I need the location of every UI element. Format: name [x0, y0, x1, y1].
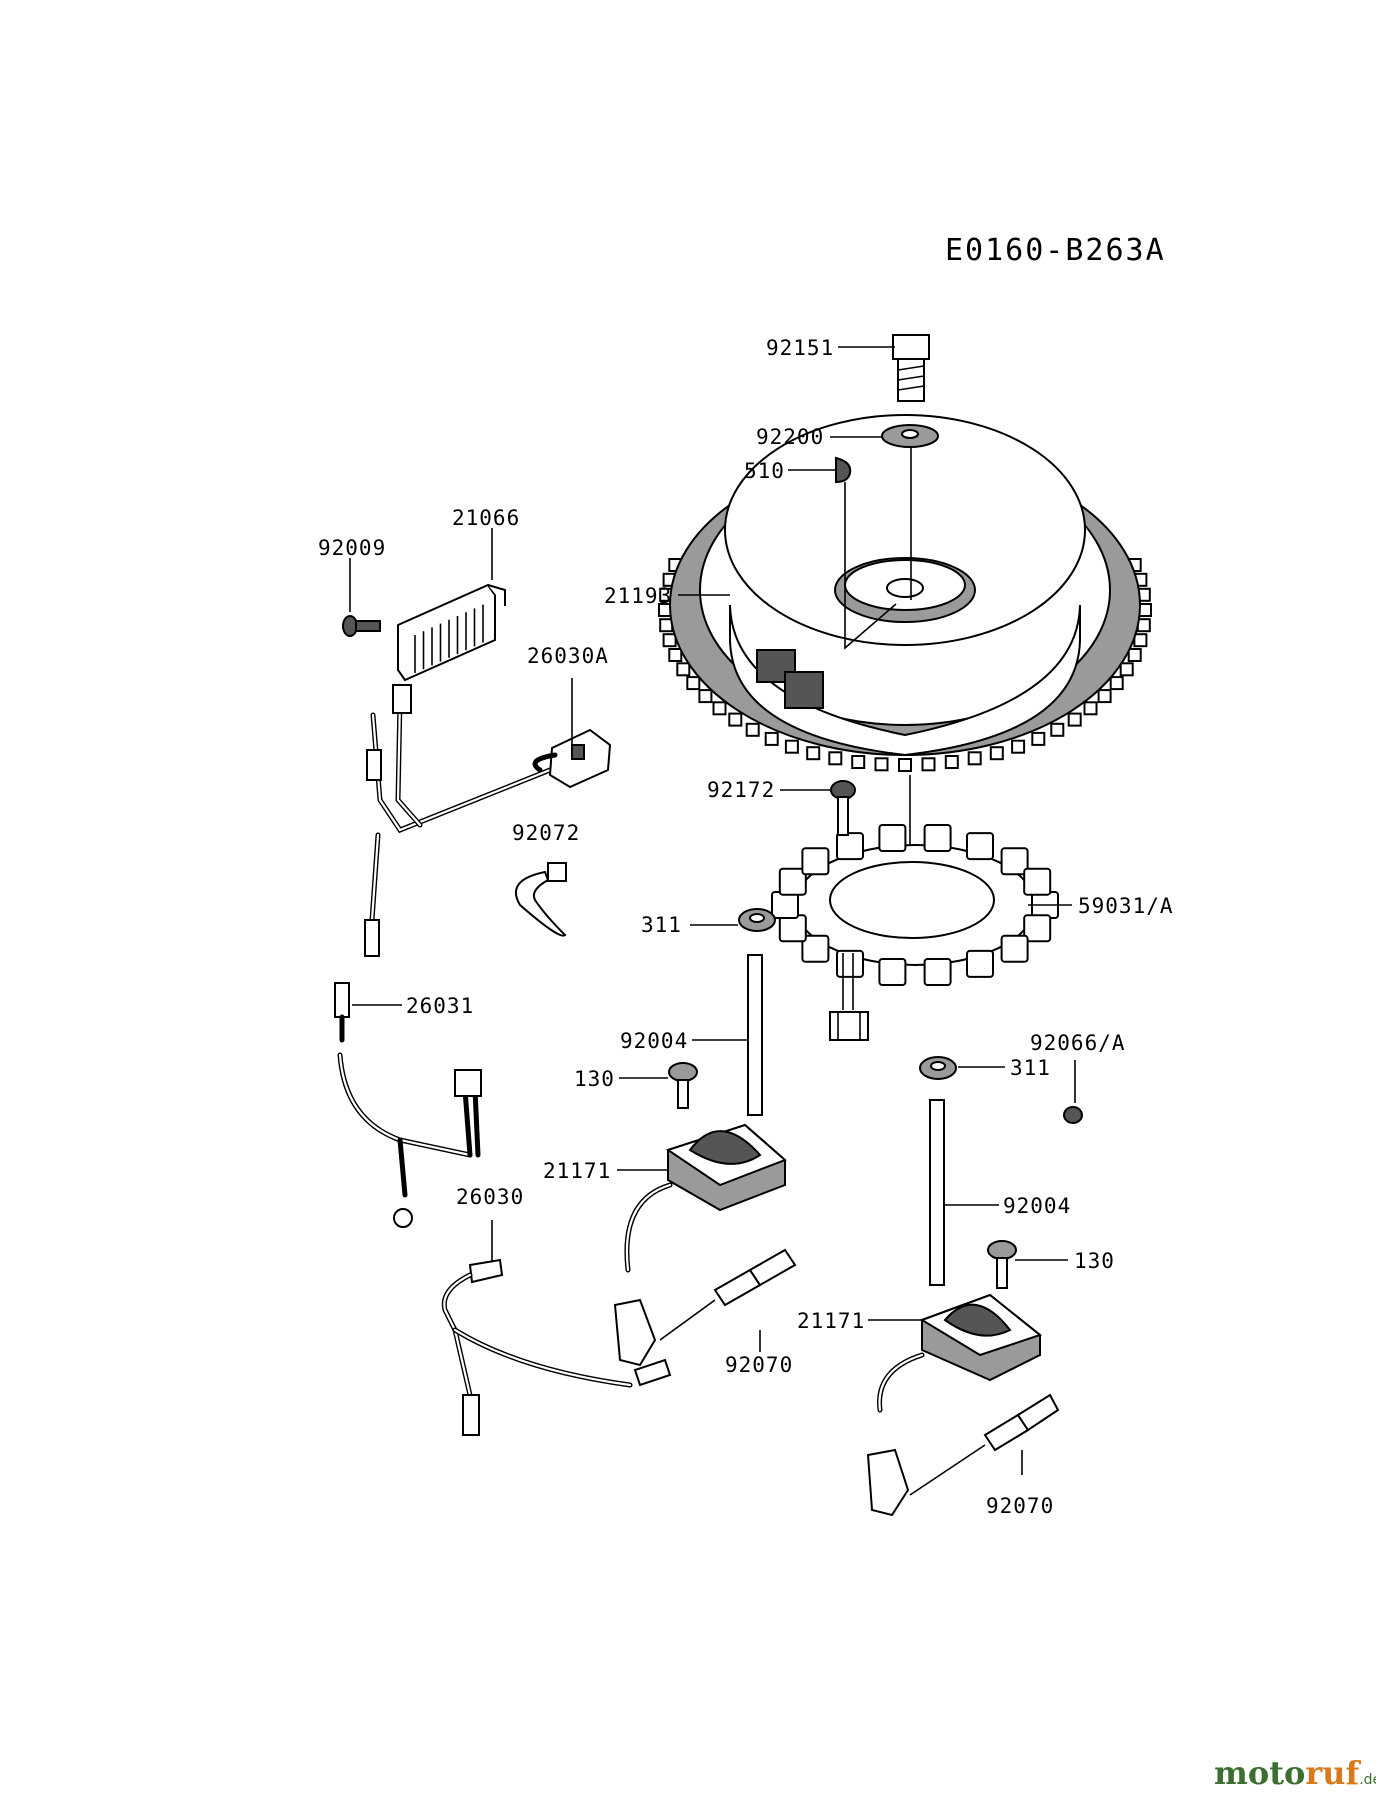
- gear-tooth: [898, 758, 912, 772]
- nut-part: [738, 908, 776, 932]
- stator-pole: [923, 824, 952, 852]
- flywheel-part: [658, 414, 1152, 772]
- callout-130-left: 130: [574, 1067, 615, 1091]
- gear-tooth: [676, 662, 691, 677]
- stator-pole: [1000, 847, 1029, 876]
- gear-tooth: [1119, 662, 1134, 677]
- watermark-brand-b: ruf: [1305, 1754, 1361, 1792]
- gear-tooth: [698, 689, 713, 704]
- stator-pole: [923, 958, 952, 986]
- callout-92070-left: 92070: [725, 1353, 793, 1377]
- callout-130-right: 130: [1074, 1249, 1115, 1273]
- gear-tooth: [1011, 739, 1026, 754]
- regulator-part: [397, 583, 506, 682]
- stator-pole: [771, 891, 799, 919]
- gear-tooth: [728, 712, 743, 727]
- gear-tooth: [944, 755, 959, 769]
- gear-tooth: [806, 746, 821, 761]
- diagram-code: E0160-B263A: [945, 233, 1166, 268]
- gear-tooth: [921, 757, 936, 772]
- harness-part-c: [441, 1258, 672, 1436]
- callout-21171-right: 21171: [797, 1309, 865, 1333]
- callout-59031a: 59031/A: [1078, 894, 1174, 918]
- screw-part: [830, 780, 856, 836]
- callout-92072: 92072: [512, 821, 580, 845]
- callout-92004-right: 92004: [1003, 1194, 1071, 1218]
- tie-strap-part: [514, 862, 567, 937]
- ignition-coil-part-b: [866, 1293, 1043, 1517]
- stator-pole: [836, 949, 864, 978]
- screw-part-small: [342, 615, 381, 637]
- nut-part-small: [1063, 1106, 1083, 1124]
- stud-part-b: [929, 1099, 945, 1286]
- stator-pole: [966, 832, 994, 861]
- gear-tooth: [1083, 701, 1098, 716]
- stator-pole: [1023, 914, 1052, 943]
- gear-tooth: [764, 731, 779, 746]
- callout-26030a: 26030A: [527, 644, 609, 668]
- key-part: [835, 456, 852, 484]
- callout-92004-left: 92004: [620, 1029, 688, 1053]
- stator-pole: [801, 934, 830, 963]
- gear-tooth: [851, 755, 866, 769]
- callout-26030: 26030: [456, 1185, 524, 1209]
- gear-tooth: [1067, 712, 1082, 727]
- nut-part-b: [919, 1056, 957, 1080]
- stator-pole: [1023, 867, 1052, 896]
- stator-part: [771, 824, 1059, 1041]
- gear-tooth: [1109, 676, 1124, 691]
- stator-pole: [801, 847, 830, 876]
- callout-21066: 21066: [452, 506, 520, 530]
- watermark-logo: motoruf.de: [1214, 1754, 1376, 1792]
- washer-part: [881, 424, 939, 448]
- callout-92200: 92200: [756, 425, 824, 449]
- bolt-part-small-b: [987, 1240, 1017, 1289]
- callout-92172: 92172: [707, 778, 775, 802]
- stud-part: [747, 954, 763, 1116]
- gear-tooth: [686, 676, 701, 691]
- gear-tooth: [989, 746, 1004, 761]
- callout-510: 510: [744, 459, 785, 483]
- gear-tooth: [1127, 648, 1142, 662]
- callout-21193: 21193: [604, 584, 672, 608]
- spark-plug-part-b: [909, 1393, 1060, 1496]
- callout-21171-left: 21171: [543, 1159, 611, 1183]
- callout-311-left: 311: [641, 913, 682, 937]
- stator-pole: [778, 914, 807, 943]
- callout-92070-right: 92070: [986, 1494, 1054, 1518]
- svg-text:motoruf.de: motoruf.de: [1214, 1754, 1376, 1792]
- gear-tooth: [745, 722, 760, 737]
- stator-pole: [778, 867, 807, 896]
- gear-tooth: [1097, 689, 1112, 704]
- gear-tooth: [828, 751, 843, 766]
- gear-tooth: [662, 633, 677, 648]
- callout-26031: 26031: [406, 994, 474, 1018]
- watermark-brand-a: moto: [1214, 1754, 1305, 1792]
- harness-part-b: [334, 982, 482, 1228]
- gear-tooth: [784, 739, 799, 754]
- harness-part: [364, 684, 612, 957]
- bolt-part: [892, 334, 930, 402]
- callout-92066a: 92066/A: [1030, 1031, 1126, 1055]
- gear-tooth: [967, 751, 982, 766]
- callout-311-right: 311: [1010, 1056, 1051, 1080]
- gear-tooth: [1133, 633, 1148, 648]
- ignition-coil-part: [613, 1123, 787, 1367]
- gear-tooth: [1031, 731, 1046, 746]
- stator-pole: [836, 832, 864, 861]
- callout-92151: 92151: [766, 336, 834, 360]
- spark-plug-part: [659, 1248, 797, 1341]
- gear-tooth: [712, 701, 727, 716]
- watermark-suffix: .de: [1359, 1772, 1376, 1788]
- gear-tooth: [668, 648, 683, 662]
- bolt-part-small: [668, 1062, 698, 1109]
- callout-92009: 92009: [318, 536, 386, 560]
- stator-pole: [1000, 934, 1029, 963]
- gear-tooth: [874, 757, 889, 772]
- gear-tooth: [1050, 722, 1065, 737]
- stator-pole: [878, 958, 907, 986]
- stator-pole: [878, 824, 907, 852]
- stator-pole: [966, 949, 994, 978]
